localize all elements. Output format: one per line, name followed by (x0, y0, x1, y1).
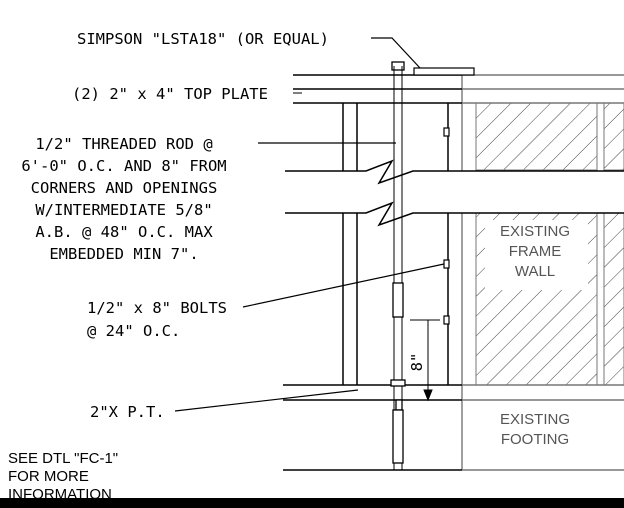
bolts-callout-line-2: @ 24" O.C. (87, 322, 180, 340)
existing-footing-line-1: EXISTING (500, 411, 570, 428)
top-plate-callout: (2) 2" x 4" TOP PLATE (72, 85, 268, 103)
existing-footing-label: EXISTING FOOTING (500, 411, 570, 448)
existing-wall-outline (461, 70, 624, 470)
bolts (443, 127, 450, 325)
bottom-band (0, 498, 624, 508)
new-framing (283, 74, 624, 471)
threaded-rod-line-3: CORNERS AND OPENINGS (31, 179, 218, 197)
bolts-callout-line-1: 1/2" x 8" BOLTS (87, 299, 227, 317)
leader-lines (174, 37, 445, 412)
dimension-label: 8" (408, 353, 426, 372)
see-detail-line-2: FOR MORE (8, 468, 89, 485)
existing-footing-line-2: FOOTING (501, 431, 569, 448)
threaded-rod-line-4: W/INTERMEDIATE 5/8" (35, 201, 212, 219)
existing-wall-line-1: EXISTING (500, 223, 570, 240)
threaded-rod-line-1: 1/2" THREADED ROD @ (35, 135, 212, 153)
existing-wall-line-3: WALL (515, 263, 555, 280)
existing-wall-line-2: FRAME (509, 243, 562, 260)
sill-callout: 2"X P.T. (90, 403, 165, 421)
strap (413, 67, 475, 76)
strap-callout: SIMPSON "LSTA18" (OR EQUAL) (77, 30, 329, 48)
see-detail-line-1: SEE DTL "FC-1" (8, 450, 118, 467)
threaded-rod-callout: 1/2" THREADED ROD @ 6'-0" O.C. AND 8" FR… (21, 135, 226, 263)
threaded-rod-line-5: A.B. @ 48" O.C. MAX (35, 223, 213, 241)
break-band (285, 159, 624, 227)
dimension-8in (410, 319, 440, 402)
threaded-rod (390, 61, 406, 470)
existing-wall-label: EXISTING FRAME WALL (500, 223, 570, 280)
threaded-rod-line-2: 6'-0" O.C. AND 8" FROM (21, 157, 226, 175)
threaded-rod-line-6: EMBEDDED MIN 7". (49, 245, 198, 263)
